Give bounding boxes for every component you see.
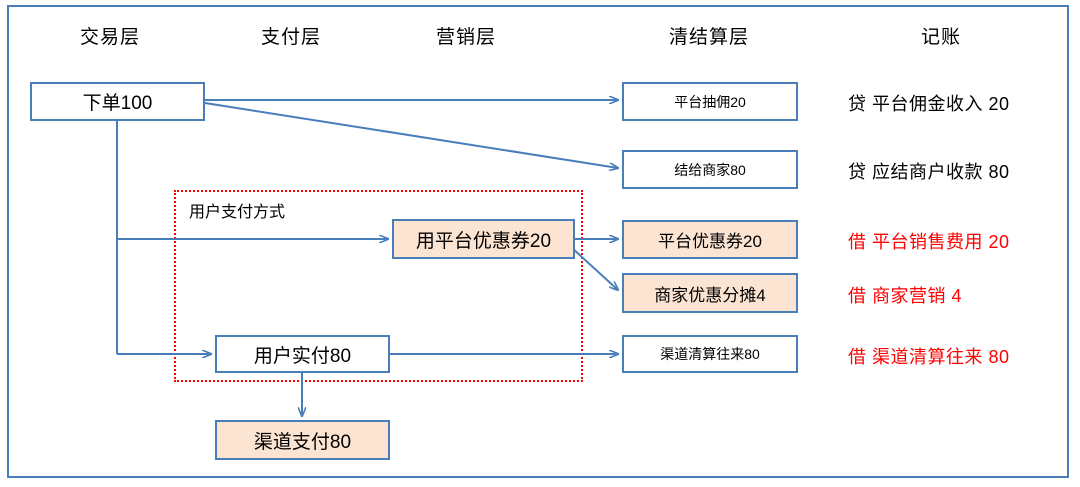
column-header-ledger: 记账 bbox=[920, 27, 961, 48]
ledger-entry-sales-expense: 借 平台销售费用 20 bbox=[848, 232, 1010, 252]
column-header-payment: 支付层 bbox=[260, 27, 321, 48]
ledger-entry-channel-clearing: 借 渠道清算往来 80 bbox=[848, 347, 1010, 367]
node-channel-pay[interactable]: 渠道支付80 bbox=[215, 420, 390, 460]
node-settle-merchant[interactable]: 结给商家80 bbox=[622, 150, 798, 189]
node-channel-clearing[interactable]: 渠道清算往来80 bbox=[622, 335, 798, 373]
node-order[interactable]: 下单100 bbox=[30, 82, 205, 121]
node-user-paid[interactable]: 用户实付80 bbox=[215, 335, 390, 373]
ledger-entry-commission: 贷 平台佣金收入 20 bbox=[848, 94, 1010, 114]
user-payment-method-label: 用户支付方式 bbox=[189, 204, 286, 221]
node-use-platform-coupon[interactable]: 用平台优惠券20 bbox=[392, 219, 575, 259]
column-header-marketing: 营销层 bbox=[435, 27, 496, 48]
outer-frame bbox=[7, 5, 1069, 478]
node-platform-commission[interactable]: 平台抽佣20 bbox=[622, 82, 798, 121]
ledger-entry-merchant-payable: 贷 应结商户收款 80 bbox=[848, 162, 1010, 182]
ledger-entry-merchant-marketing: 借 商家营销 4 bbox=[848, 286, 963, 306]
column-header-clearing: 清结算层 bbox=[668, 27, 749, 48]
column-header-trade: 交易层 bbox=[79, 27, 140, 48]
node-platform-coupon[interactable]: 平台优惠券20 bbox=[622, 220, 798, 259]
node-merchant-share[interactable]: 商家优惠分摊4 bbox=[622, 273, 798, 313]
